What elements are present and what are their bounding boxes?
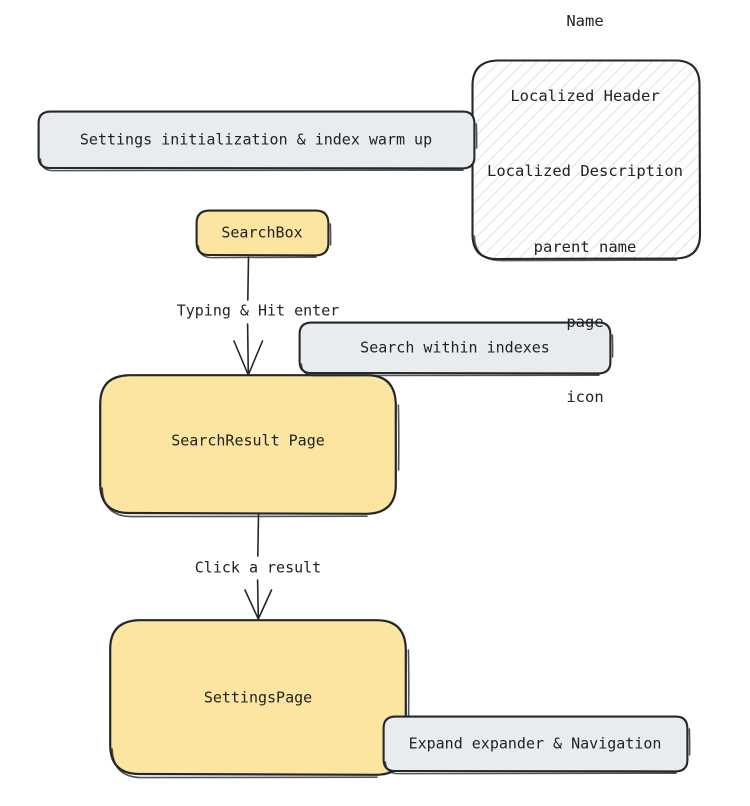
edge-typing-hit-enter bbox=[233, 256, 264, 376]
note-search-within-indexes[interactable] bbox=[298, 321, 614, 377]
index-schema-line: Name bbox=[566, 11, 604, 30]
note-expand-expander-label: Expand expander & Navigation bbox=[408, 734, 662, 753]
edge-click-label: Click a result bbox=[192, 558, 324, 578]
edge-typing-label: Typing & Hit enter bbox=[174, 301, 342, 321]
node-searchresult-page[interactable] bbox=[99, 374, 400, 518]
index-schema-line: Localized Description bbox=[487, 162, 683, 180]
index-schema-line: parent name bbox=[533, 237, 637, 256]
index-schema-line: Localized Header bbox=[510, 86, 660, 105]
note-expand-expander[interactable] bbox=[382, 715, 691, 775]
node-searchresult-page-label: SearchResult Page bbox=[171, 431, 325, 450]
note-settings-init-label: Settings initialization & index warm up bbox=[79, 130, 433, 149]
node-searchbox-label: SearchBox bbox=[221, 223, 303, 242]
note-search-within-indexes-label: Search within indexes bbox=[360, 338, 550, 357]
edge-click-a-result bbox=[244, 514, 273, 620]
index-schema-box bbox=[471, 59, 702, 262]
node-settingspage-label: SettingsPage bbox=[203, 688, 313, 707]
index-schema-text: index: Name Localized Header Localized D… bbox=[487, 0, 683, 435]
index-schema-line: page bbox=[566, 312, 604, 331]
node-searchbox[interactable] bbox=[195, 209, 332, 259]
note-settings-init[interactable] bbox=[37, 110, 478, 172]
index-schema-line: icon bbox=[566, 387, 604, 406]
